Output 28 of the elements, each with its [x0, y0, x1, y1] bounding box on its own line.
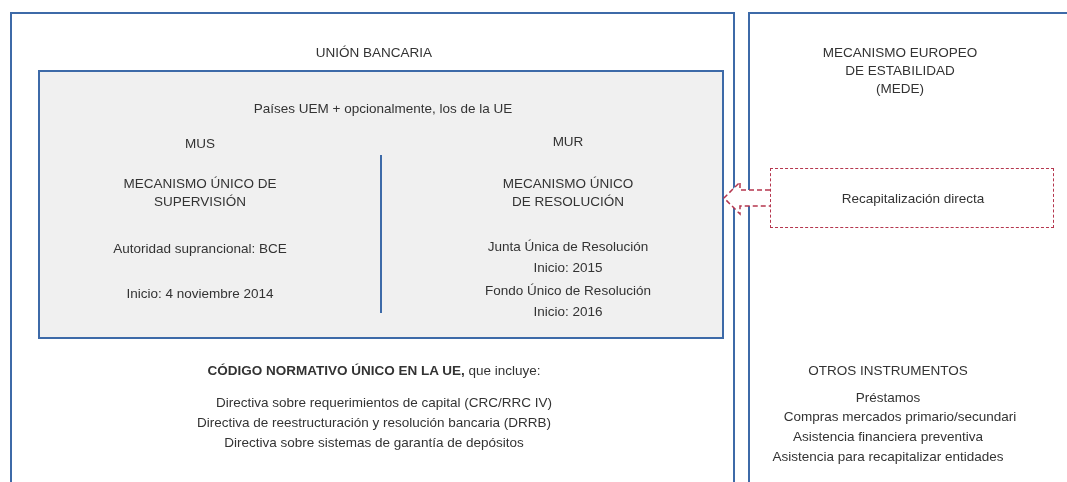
mechanism-title: MECANISMO ÚNICO DE SUPERVISIÓN — [122, 175, 278, 212]
column-heading: MUS — [184, 135, 216, 153]
list-item: Asistencia financiera preventiva — [792, 428, 984, 446]
section-heading: CÓDIGO NORMATIVO ÚNICO EN LA UE, que incluye: — [206, 362, 542, 380]
list-item: Asistencia para recapitalizar entidades — [771, 448, 1005, 466]
outer-panel — [10, 12, 735, 482]
body-text: Inicio: 2015 — [532, 259, 604, 277]
body-text: Fondo Único de Resolución — [484, 282, 652, 300]
list-item: Préstamos — [854, 389, 922, 407]
outer-panel — [748, 12, 1067, 482]
group-panel — [38, 70, 724, 339]
body-text: Junta Única de Resolución — [486, 238, 650, 256]
box-label: Recapitalización directa — [840, 190, 986, 208]
panel-heading: MECANISMO EUROPEO DE ESTABILIDAD (MEDE) — [821, 44, 979, 99]
block-arrow — [722, 180, 771, 216]
mechanism-title: MECANISMO ÚNICO DE RESOLUCIÓN — [501, 175, 635, 212]
section-heading: OTROS INSTRUMENTOS — [807, 362, 969, 380]
panel-heading: UNIÓN BANCARIA — [314, 44, 434, 62]
list-item: Compras mercados primario/secundari — [782, 408, 1018, 426]
column-heading: MUR — [551, 133, 585, 151]
list-item: Directiva sobre sistemas de garantía de depósitos — [223, 434, 525, 452]
body-text: Inicio: 2016 — [532, 303, 604, 321]
panel-heading: Países UEM + opcionalmente, los de la UE — [252, 100, 514, 118]
list-item: Directiva sobre requerimientos de capital (CRC/RRC IV) — [214, 394, 554, 412]
process-box — [770, 168, 1054, 228]
list-item: Directiva de reestructuración y resolución bancaria (DRRB) — [195, 414, 553, 432]
body-text: Inicio: 4 noviembre 2014 — [125, 285, 275, 303]
body-text: Autoridad suprancional: BCE — [112, 240, 288, 258]
